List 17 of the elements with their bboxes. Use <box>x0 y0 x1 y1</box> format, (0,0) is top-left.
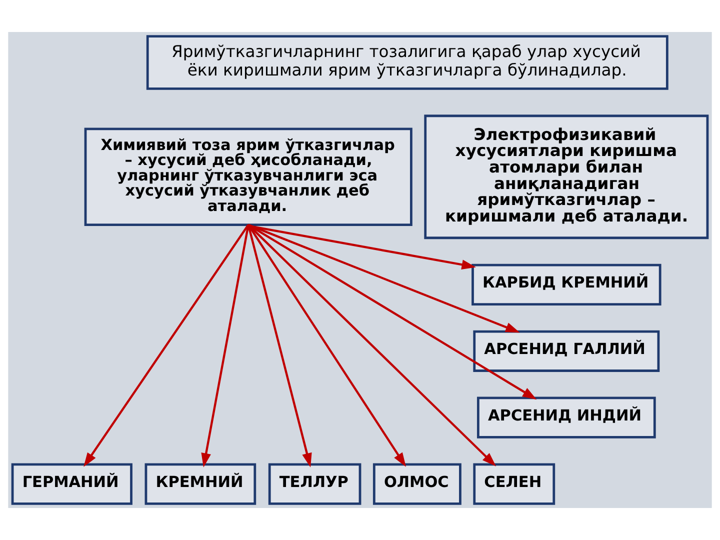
node-box: КРЕМНИЙ <box>144 463 256 505</box>
arrow <box>201 224 250 468</box>
node-box: АРСЕНИД ГАЛЛИЙ <box>473 330 660 372</box>
node-box: ТЕЛЛУР <box>268 463 362 505</box>
arrow <box>248 224 496 466</box>
node-box: Яримўтказгичларнинг тозалигига қараб улар хусусий ёки киришмали ярим ўтказгичларга бўлинадилар. <box>146 35 668 90</box>
node-box: ГЕРМАНИЙ <box>11 463 132 505</box>
arrow <box>248 224 537 400</box>
arrow <box>84 224 250 467</box>
node-box: АРСЕНИД ИНДИЙ <box>476 396 656 438</box>
node-box: СЕЛЕН <box>473 463 556 505</box>
node-box: КАРБИД КРЕМНИЙ <box>472 264 662 306</box>
node-box: Электрофизикавий хусусиятлари киришма атомлари билан аниқланадиган яримўтказгичлар – киришмали деб аталади. <box>424 114 709 240</box>
node-box: Химиявий тоза ярим ўтказгичлар – хусусий деб ҳисобланади, уларнинг ўтказувчанлиги эса хусусий ўтказувчанлик деб аталади. <box>84 128 412 226</box>
arrow <box>247 224 312 468</box>
arrow <box>248 224 520 333</box>
node-box: ОЛМОС <box>372 463 462 505</box>
